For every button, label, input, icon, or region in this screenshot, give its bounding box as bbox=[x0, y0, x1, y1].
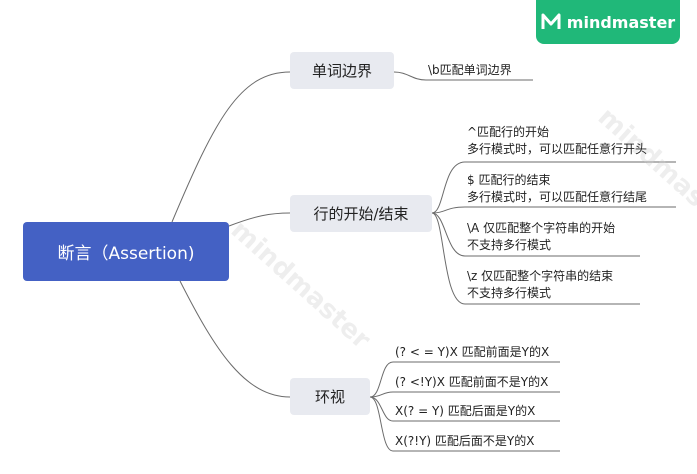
leaf-text: \z 仅匹配整个字符串的结束 bbox=[467, 269, 614, 283]
edge-root-wordboundary bbox=[171, 71, 291, 223]
edge-root-linestart bbox=[228, 212, 291, 227]
brand-logo[interactable]: mindmaster bbox=[536, 0, 680, 44]
leaf-node[interactable]: X(? = Y) 匹配后面是Y的X bbox=[395, 403, 535, 420]
edge-linestart-leaf-2 bbox=[431, 206, 466, 214]
edge-lookaround-leaf-4 bbox=[369, 396, 394, 452]
leaf-node[interactable]: $ 匹配行的结束 多行模式时，可以匹配任意行结尾 bbox=[467, 172, 647, 206]
mindmaster-logo-icon bbox=[541, 13, 561, 29]
leaf-node[interactable]: X(?!Y) 匹配后面不是Y的X bbox=[395, 433, 534, 450]
leaf-node[interactable]: ^匹配行的开始 多行模式时，可以匹配任意行开头 bbox=[467, 124, 647, 158]
leaf-text: 不支持多行模式 bbox=[467, 238, 552, 252]
edge-linestart-leaf-4 bbox=[431, 212, 466, 305]
leaf-node[interactable]: (? <!Y)X 匹配前面不是Y的X bbox=[395, 374, 548, 391]
brand-name: mindmaster bbox=[566, 12, 676, 32]
leaf-text: \A 仅匹配整个字符串的开始 bbox=[467, 221, 616, 235]
branch-node-line-start-end[interactable]: 行的开始/结束 bbox=[290, 195, 432, 232]
root-label: 断言（Assertion) bbox=[57, 244, 195, 264]
leaf-text: \b匹配单词边界 bbox=[428, 63, 512, 77]
leaf-text: 多行模式时，可以匹配任意行开头 bbox=[467, 142, 648, 156]
branch-label: 行的开始/结束 bbox=[313, 205, 409, 223]
leaf-node[interactable]: \b匹配单词边界 bbox=[428, 62, 512, 79]
branch-label: 环视 bbox=[314, 388, 345, 406]
branch-node-word-boundary[interactable]: 单词边界 bbox=[290, 52, 394, 89]
leaf-text: X(? = Y) 匹配后面是Y的X bbox=[395, 404, 536, 418]
edge-root-lookaround bbox=[179, 280, 291, 398]
leaf-text: X(?!Y) 匹配后面不是Y的X bbox=[395, 434, 535, 448]
leaf-node[interactable]: \z 仅匹配整个字符串的结束 不支持多行模式 bbox=[467, 268, 613, 302]
leaf-text: $ 匹配行的结束 bbox=[467, 173, 551, 187]
edge-linestart-leaf-1 bbox=[431, 161, 466, 214]
edge-lookaround-leaf-1 bbox=[369, 361, 394, 398]
leaf-text: ^匹配行的开始 bbox=[467, 125, 550, 139]
edge-linestart-leaf-3 bbox=[431, 212, 466, 257]
leaf-text: (? <!Y)X 匹配前面不是Y的X bbox=[395, 375, 549, 389]
branch-label: 单词边界 bbox=[311, 62, 372, 80]
root-node[interactable]: 断言（Assertion) bbox=[23, 222, 229, 281]
branch-node-lookaround[interactable]: 环视 bbox=[290, 378, 370, 415]
edge-wordboundary-leaf bbox=[393, 71, 427, 81]
leaf-node[interactable]: \A 仅匹配整个字符串的开始 不支持多行模式 bbox=[467, 220, 615, 254]
edge-lookaround-leaf-2 bbox=[369, 391, 394, 398]
leaf-node[interactable]: (? < = Y)X 匹配前面是Y的X bbox=[395, 344, 549, 361]
edge-lookaround-leaf-3 bbox=[369, 396, 394, 422]
leaf-text: 多行模式时，可以匹配任意行结尾 bbox=[467, 190, 648, 204]
leaf-text: 不支持多行模式 bbox=[467, 286, 552, 300]
leaf-text: (? < = Y)X 匹配前面是Y的X bbox=[395, 345, 550, 359]
